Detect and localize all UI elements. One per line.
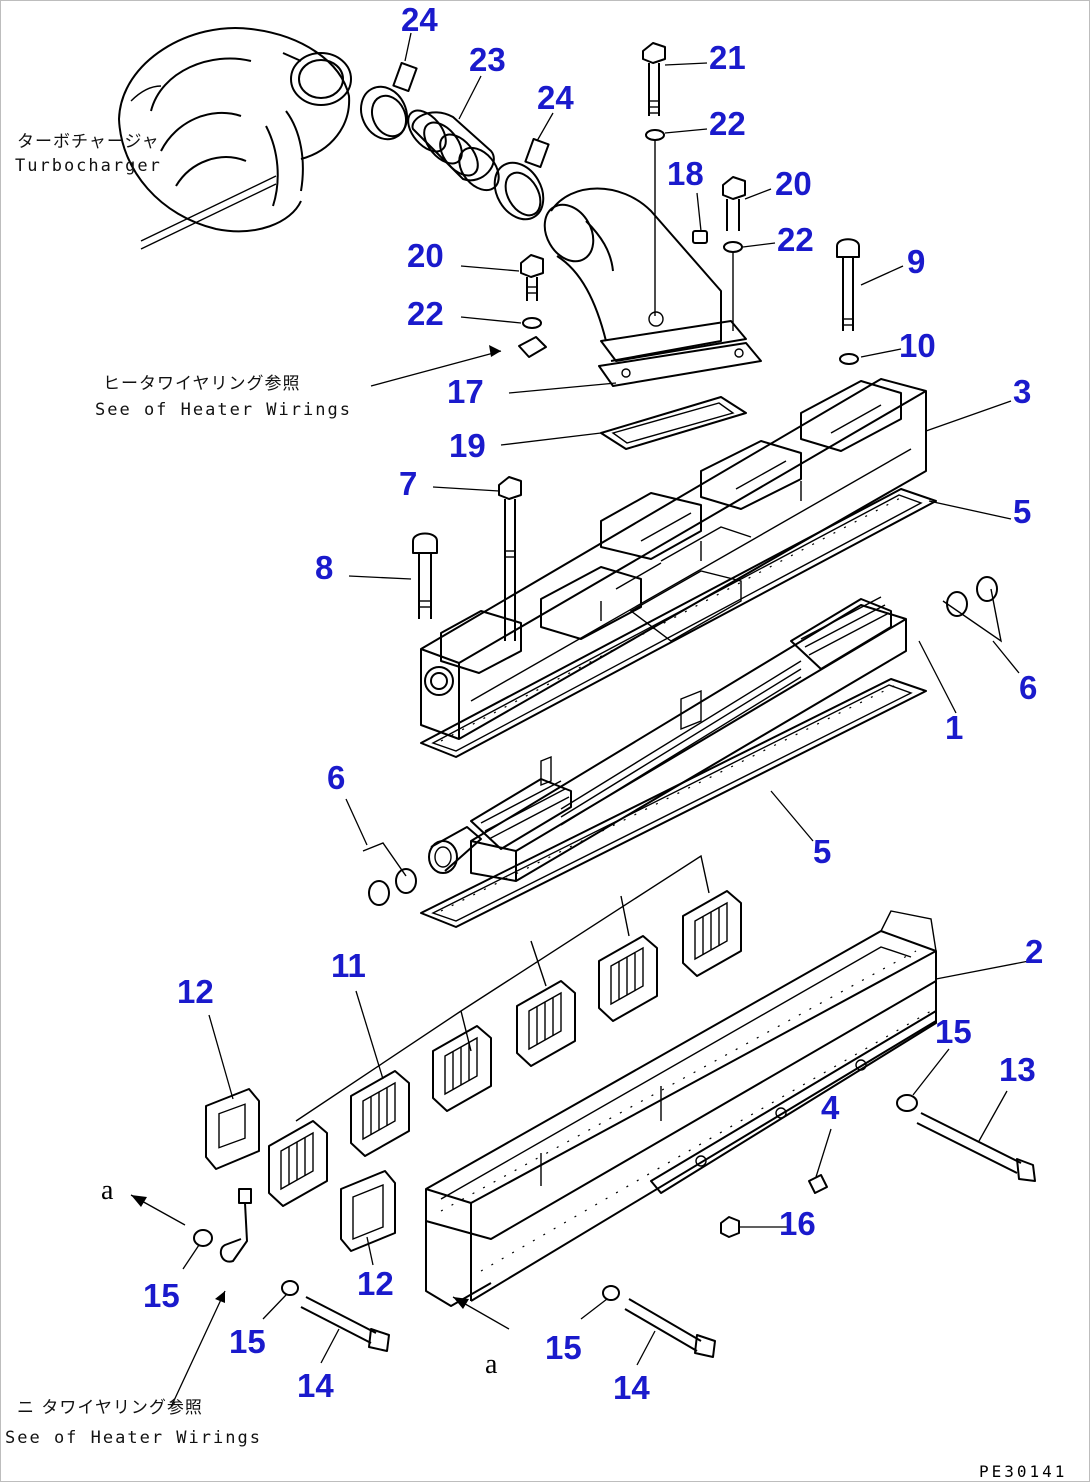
note-turbocharger-en: Turbocharger bbox=[15, 156, 162, 176]
washer-22-top bbox=[645, 129, 665, 316]
notes: ターボチャージャ Turbocharger ヒータワイヤリング参照 See of… bbox=[5, 132, 352, 1448]
callout-20: 20 bbox=[775, 165, 812, 202]
reference-a-lower: a bbox=[485, 1349, 498, 1380]
callout-8: 8 bbox=[315, 549, 333, 586]
drawing-code: PE30141 bbox=[979, 1462, 1067, 1481]
callout-15: 15 bbox=[229, 1323, 266, 1360]
callout-16: 16 bbox=[779, 1205, 816, 1242]
callout-9: 9 bbox=[907, 243, 925, 280]
washer-22-left bbox=[518, 317, 547, 358]
gasket-5-lower bbox=[420, 678, 927, 928]
callout-24: 24 bbox=[401, 1, 438, 38]
callout-22: 22 bbox=[777, 221, 814, 258]
callout-18: 18 bbox=[667, 155, 704, 192]
note-heater-wiring-bottom-jp: ニ タワイヤリング参照 bbox=[17, 1398, 203, 1418]
callout-12: 12 bbox=[177, 973, 214, 1010]
bolt-20-left bbox=[520, 254, 544, 301]
callout-22: 22 bbox=[709, 105, 746, 142]
leader-lines bbox=[130, 32, 1030, 1408]
gasket-5-upper bbox=[420, 488, 937, 758]
callout-11: 11 bbox=[331, 947, 366, 984]
callout-22: 22 bbox=[407, 295, 444, 332]
nut-16 bbox=[720, 1216, 740, 1238]
washer-15-mid bbox=[281, 1280, 299, 1296]
bolt-13 bbox=[916, 1112, 1036, 1182]
plug-18 bbox=[692, 230, 708, 244]
note-heater-wiring-bottom-en: See of Heater Wirings bbox=[5, 1428, 262, 1448]
heater-element-11 bbox=[268, 854, 742, 1207]
callout-7: 7 bbox=[399, 465, 417, 502]
callout-6: 6 bbox=[1019, 669, 1037, 706]
bolt-21 bbox=[642, 42, 666, 116]
turbocharger bbox=[118, 27, 352, 250]
callout-17: 17 bbox=[447, 373, 484, 410]
note-heater-wiring-top-jp: ヒータワイヤリング参照 bbox=[103, 374, 301, 394]
aftercooler-case-2 bbox=[425, 910, 937, 1307]
washer-15-left bbox=[193, 1229, 213, 1247]
bracket-4 bbox=[650, 1010, 937, 1194]
callout-5: 5 bbox=[1013, 493, 1031, 530]
callout-15: 15 bbox=[935, 1013, 972, 1050]
gasket-12-upper bbox=[205, 1088, 260, 1170]
callout-13: 13 bbox=[999, 1051, 1036, 1088]
bolt-8 bbox=[412, 532, 438, 619]
callout-19: 19 bbox=[449, 427, 486, 464]
heater-terminal bbox=[219, 1188, 252, 1263]
washer-22-right bbox=[723, 241, 743, 331]
bolt-14-left bbox=[300, 1296, 390, 1352]
gasket-12-lower bbox=[340, 1170, 396, 1252]
hose-23 bbox=[407, 109, 500, 192]
callout-2: 2 bbox=[1025, 933, 1043, 970]
callout-15: 15 bbox=[143, 1277, 180, 1314]
hose-clamp-24-left bbox=[360, 61, 418, 141]
reference-marks: a a bbox=[101, 1175, 498, 1380]
reference-a-upper: a bbox=[101, 1175, 114, 1206]
callout-6: 6 bbox=[327, 759, 345, 796]
callout-1: 1 bbox=[945, 709, 963, 746]
intake-manifold-3 bbox=[420, 378, 927, 740]
o-ring-6-right bbox=[942, 576, 1003, 643]
callout-10: 10 bbox=[899, 327, 936, 364]
callout-14: 14 bbox=[297, 1367, 334, 1404]
washer-10 bbox=[839, 353, 859, 365]
callout-21: 21 bbox=[709, 39, 746, 76]
bolt-7 bbox=[498, 476, 522, 641]
callout-20: 20 bbox=[407, 237, 444, 274]
o-ring-6-left bbox=[362, 842, 417, 906]
callout-23: 23 bbox=[469, 41, 506, 78]
bolt-20-right bbox=[722, 176, 746, 231]
bolt-14-right bbox=[624, 1298, 716, 1358]
callout-14: 14 bbox=[613, 1369, 650, 1406]
callout-3: 3 bbox=[1013, 373, 1031, 410]
gasket-19 bbox=[600, 396, 747, 450]
bolt-9 bbox=[836, 238, 860, 331]
callout-12: 12 bbox=[357, 1265, 394, 1302]
washer-15-lower bbox=[602, 1285, 620, 1301]
washer-15-right bbox=[896, 1094, 918, 1112]
hose-clamp-24-right bbox=[493, 137, 550, 221]
aftercooler-1 bbox=[428, 596, 907, 882]
callout-5: 5 bbox=[813, 833, 831, 870]
callout-24: 24 bbox=[537, 79, 574, 116]
note-turbocharger-jp: ターボチャージャ bbox=[17, 132, 160, 152]
intake-elbow-17 bbox=[543, 187, 762, 387]
callout-labels: 24 23 24 21 22 18 20 22 20 22 9 10 17 3 … bbox=[143, 1, 1043, 1406]
callout-4: 4 bbox=[821, 1089, 840, 1126]
callout-15: 15 bbox=[545, 1329, 582, 1366]
note-heater-wiring-top-en: See of Heater Wirings bbox=[95, 400, 352, 420]
